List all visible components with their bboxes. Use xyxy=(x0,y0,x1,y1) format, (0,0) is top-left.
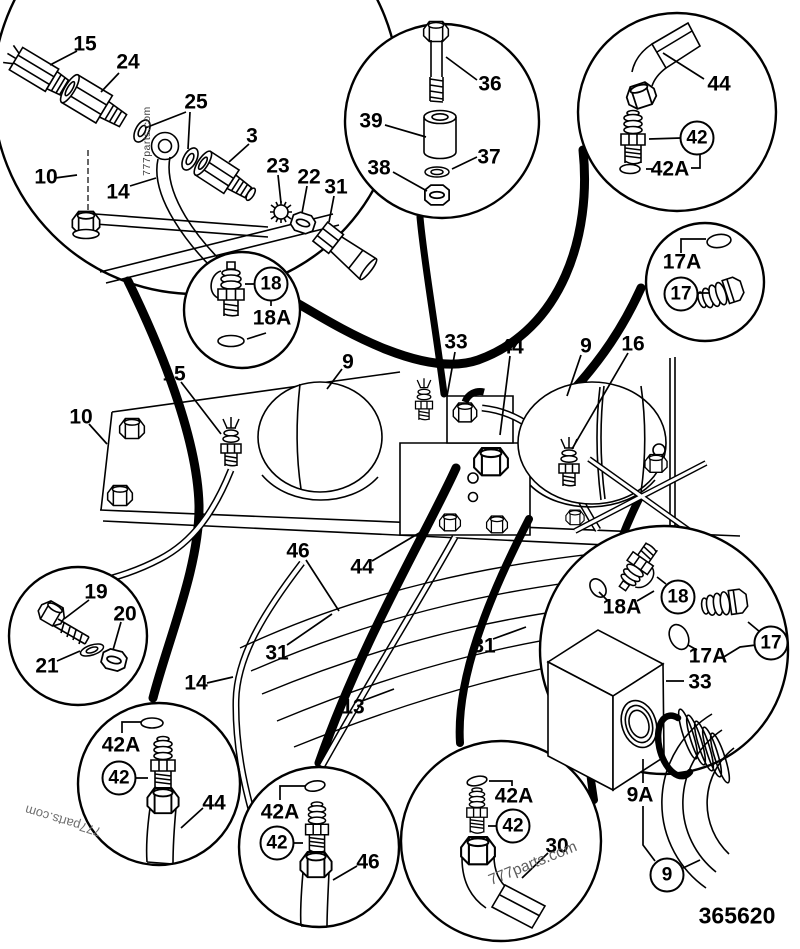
callout-15-a: 15 xyxy=(73,32,97,56)
callout-31-a: 31 xyxy=(324,175,348,199)
mid-leader-lines xyxy=(88,351,629,702)
callout-9A: 9A xyxy=(626,783,654,807)
callout-33-a: 33 xyxy=(444,330,468,354)
callout-44-b: 44 xyxy=(500,335,524,359)
drawing-number: 365620 xyxy=(698,902,776,929)
callout-31-c: 31 xyxy=(472,634,496,658)
callout-42-circled-a: 42 xyxy=(679,120,715,156)
callout-15-b: 15 xyxy=(162,362,186,386)
callout-30: 30 xyxy=(545,834,569,858)
callout-14-a: 14 xyxy=(106,180,130,204)
callout-22: 22 xyxy=(297,165,321,189)
accumulator-right xyxy=(517,381,667,508)
callout-19: 19 xyxy=(84,580,108,604)
callout-10-a: 10 xyxy=(34,165,58,189)
callout-46-b: 46 xyxy=(356,850,380,874)
callout-42A-a: 42A xyxy=(650,157,690,181)
callout-37: 37 xyxy=(477,145,501,169)
main-assembly xyxy=(88,145,741,848)
callout-14-b: 14 xyxy=(184,671,208,695)
callout-17-circled-a: 17 xyxy=(663,276,699,312)
detail-block-33 xyxy=(546,538,761,889)
callout-10-b: 10 xyxy=(69,405,93,429)
callout-42-circled-b: 42 xyxy=(101,760,137,796)
callout-9-a: 9 xyxy=(342,350,354,374)
callout-13: 13 xyxy=(341,695,365,719)
callout-17A-b: 17A xyxy=(688,644,728,668)
callout-25: 25 xyxy=(184,90,208,114)
callout-42A-b: 42A xyxy=(101,733,141,757)
callout-44-a: 44 xyxy=(707,72,731,96)
callout-46-a: 46 xyxy=(286,539,310,563)
watermark-vertical: 777parts.com xyxy=(141,106,153,176)
accumulator-left xyxy=(257,381,383,501)
callout-9-circled: 9 xyxy=(649,857,685,893)
callout-17A-a: 17A xyxy=(662,250,702,274)
callout-18-circled-b: 18 xyxy=(660,579,696,615)
star-washer xyxy=(270,201,292,223)
callout-36: 36 xyxy=(478,72,502,96)
callout-18A-a: 18A xyxy=(252,306,292,330)
callout-42A-d: 42A xyxy=(494,784,534,808)
mounting-plate xyxy=(100,371,401,511)
callout-23: 23 xyxy=(266,154,290,178)
detail-plug-17 xyxy=(680,233,747,314)
detail-bolt-36 xyxy=(384,20,478,206)
seal-ring-9A xyxy=(654,712,694,780)
accumulator-sphere-9 xyxy=(661,713,735,889)
detail-bolt-19 xyxy=(34,597,130,674)
callout-21: 21 xyxy=(35,654,59,678)
callout-16: 16 xyxy=(621,332,645,356)
callout-44-c: 44 xyxy=(350,555,374,579)
callout-39: 39 xyxy=(359,109,383,133)
callout-42A-c: 42A xyxy=(260,800,300,824)
callout-42-circled-c: 42 xyxy=(259,825,295,861)
callout-18A-b: 18A xyxy=(602,595,642,619)
callout-38: 38 xyxy=(367,156,391,180)
detail-top-left-parts xyxy=(3,44,378,284)
callout-18-circled-a: 18 xyxy=(253,266,289,302)
right-bracket xyxy=(669,357,676,532)
hoses-outlined xyxy=(111,456,708,848)
callout-42-circled-d: 42 xyxy=(495,808,531,844)
callout-33-b: 33 xyxy=(688,670,712,694)
callout-3: 3 xyxy=(246,124,258,148)
callout-44-d: 44 xyxy=(202,791,226,815)
callout-24: 24 xyxy=(116,50,140,74)
callout-9-b: 9 xyxy=(580,334,592,358)
callout-17-circled-b: 17 xyxy=(753,625,789,661)
detail-elbow-44 xyxy=(619,21,705,175)
callout-31-b: 31 xyxy=(265,641,289,665)
callout-20: 20 xyxy=(113,602,137,626)
